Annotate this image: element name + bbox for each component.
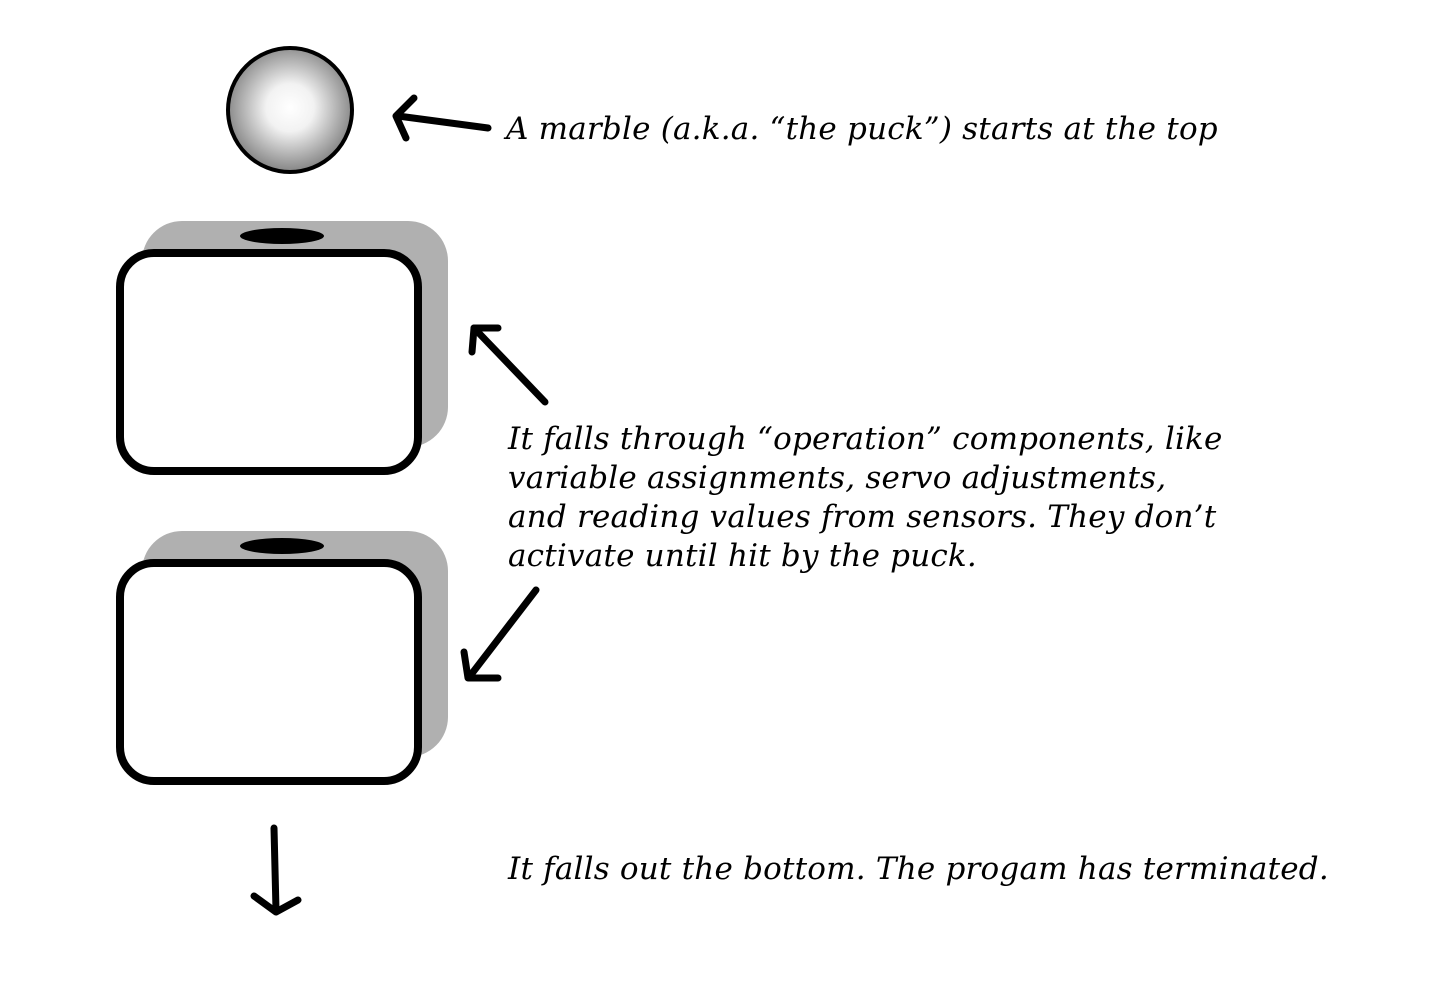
- caption-program-terminated: It falls out the bottom. The progam has …: [508, 851, 1329, 887]
- caption-marble-start: A marble (a.k.a. “the puck”) starts at t…: [506, 111, 1218, 147]
- component-slot-icon: [240, 228, 324, 244]
- arrow-to-second-component-icon: [460, 586, 540, 682]
- caption-operation-line: variable assignments, servo adjustments,: [508, 460, 1167, 496]
- caption-operation-line: activate until hit by the puck.: [508, 538, 977, 574]
- caption-operation-components: It falls through “operation” components,…: [508, 420, 1223, 576]
- arrow-to-first-component-icon: [468, 324, 549, 406]
- component-slot-icon: [240, 538, 324, 554]
- caption-operation-line: It falls through “operation” components,…: [508, 421, 1223, 457]
- marble-puck-icon: [226, 46, 354, 174]
- operation-component-box-icon: [116, 531, 448, 785]
- caption-operation-line: and reading values from sensors. They do…: [508, 499, 1217, 535]
- arrow-to-marble-icon: [392, 94, 492, 142]
- operation-component-box-icon: [116, 221, 448, 475]
- arrow-down-exit-icon: [250, 824, 302, 916]
